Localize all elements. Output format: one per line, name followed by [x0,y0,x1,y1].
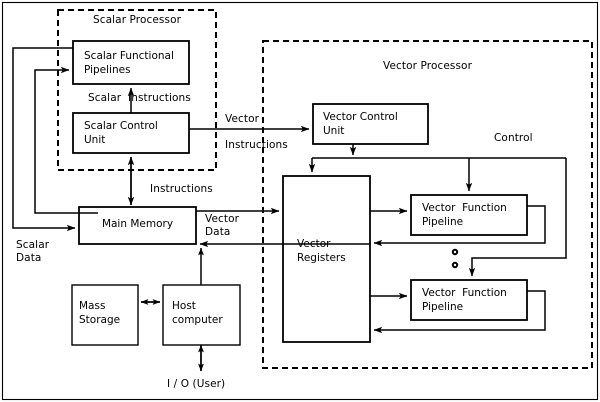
edge-label-instructions: Instructions [150,183,213,195]
edge-label-vector-instructions: Vector Instructions [225,113,288,151]
edge-scalar-pipelines-to-left-bus [12,47,76,232]
label-vector-control-unit: Vector Control Unit [323,111,398,137]
edge-label-vector-data: Vector Data [205,213,240,238]
edge-pipeline-2-to-registers [373,290,546,334]
box-vector-function-pipeline-1 [410,194,528,236]
box-vector-function-pipeline-2 [410,279,528,321]
group-scalar-processor [57,9,217,171]
edge-label-io-user: I / O (User) [167,378,226,390]
vertical-ellipsis-icon [451,248,459,269]
box-host-computer [162,284,241,346]
box-vector-registers [282,175,371,343]
label-main-memory: Main Memory [101,218,174,230]
label-scalar-functional-pipelines: Scalar Functional Pipelines [84,50,174,76]
group-vector-processor [262,40,593,369]
label-scalar-control-unit: Scalar Control Unit [84,120,158,146]
box-main-memory [78,206,197,245]
edge-label-scalar-instructions: Scalar Instructions [88,92,191,104]
label-vector-registers: Vector Registers [297,238,346,264]
edge-main-memory-to-scalar-pipelines [34,66,98,214]
group-title-vector-processor: Vector Processor [383,60,472,72]
edge-pipeline-1-to-registers [373,205,546,247]
box-scalar-functional-pipelines [72,40,190,85]
label-vector-function-pipeline-1: Vector Function Pipeline [422,202,507,228]
label-mass-storage: Mass Storage [79,300,121,326]
edge-label-scalar-data: Scalar Data [16,239,50,264]
group-title-scalar-processor: Scalar Processor [92,14,182,26]
label-vector-function-pipeline-2: Vector Function Pipeline [422,287,507,313]
edge-control-to-pipeline-2 [468,158,567,277]
label-host-computer: Host computer [172,300,223,326]
edge-label-control: Control [494,132,533,144]
box-mass-storage [71,284,139,346]
box-vector-control-unit [312,103,429,145]
